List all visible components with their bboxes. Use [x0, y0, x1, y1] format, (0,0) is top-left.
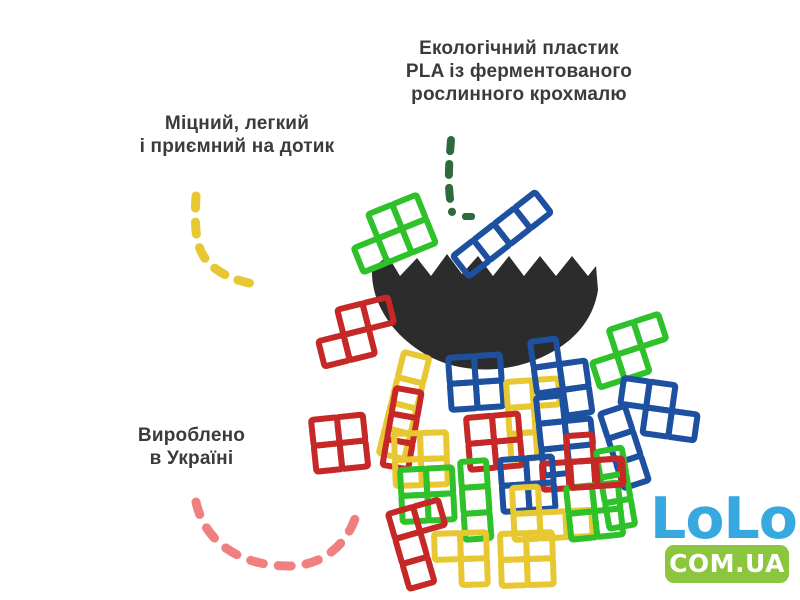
logo-wordmark: LoLo — [650, 486, 798, 552]
tetromino-piece — [311, 415, 368, 472]
green-dashed-connector — [444, 136, 456, 216]
lolo-watermark-logo[interactable]: LoLo COM.UA — [650, 483, 798, 593]
yellow-dashed-connector — [190, 191, 259, 289]
tetromino-piece — [388, 500, 459, 589]
callout-eco-plastic: Екологічний пластик PLA із ферментованог… — [405, 38, 633, 106]
tetromino-piece — [566, 483, 623, 540]
logo-domain-badge: COM.UA — [665, 545, 789, 583]
tetromino-piece — [344, 195, 436, 272]
pink-dashed-connector — [191, 497, 361, 571]
callout-made-in-ukraine: Вироблено в Україні — [137, 425, 246, 470]
callout-strong-light: Міцний, легкий і приємний на дотик — [139, 113, 335, 158]
tetromino-piece — [462, 213, 475, 220]
